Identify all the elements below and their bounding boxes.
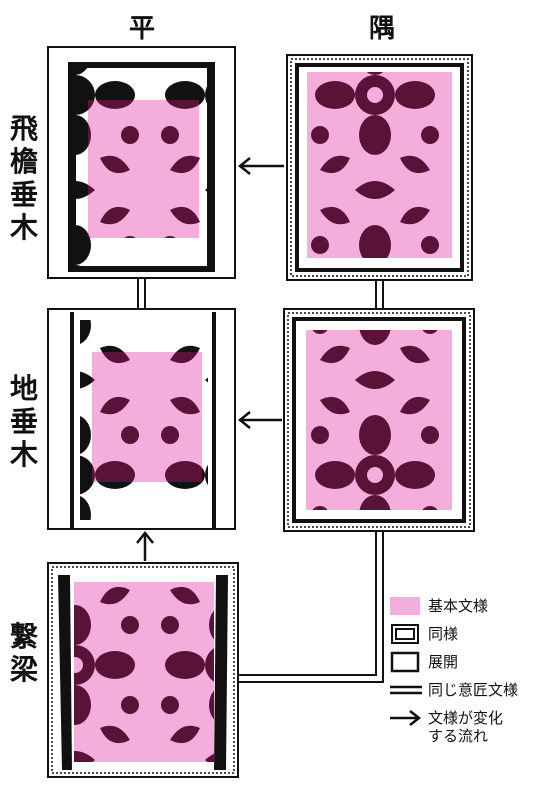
column-heading-hira: 平 xyxy=(128,14,155,44)
row-label-char: 飛 xyxy=(9,112,38,145)
row-label-char: 梁 xyxy=(9,653,38,686)
legend-label-line: する流れ xyxy=(428,727,489,745)
row-label-char: 繋 xyxy=(9,620,38,653)
column-heading-sumi: 隅 xyxy=(368,14,395,44)
double-line-ji-sumi-to-tsunagi xyxy=(238,531,384,683)
legend-label: 同様 xyxy=(428,625,459,643)
row-label-char: 木 xyxy=(9,438,38,471)
arrow-tsunagi-to-ji-hira xyxy=(136,530,154,561)
legend-label-line: 文様が変化 xyxy=(428,709,504,727)
legend-label: 文様が変化 する流れ xyxy=(428,709,503,745)
arrow-hien-sumi-to-hira xyxy=(237,157,284,175)
row-label-char: 木 xyxy=(9,211,38,244)
panel-hien-sumi xyxy=(286,54,473,281)
legend-label: 基本文様 xyxy=(428,597,489,615)
single-frame-icon xyxy=(390,651,420,673)
row-label-char: 檐 xyxy=(9,145,38,178)
double-line-hien-ji-hira xyxy=(137,278,146,309)
legend-label: 同じ意匠文様 xyxy=(428,681,519,699)
panel-ji-hira xyxy=(47,308,236,530)
row-label-hien-taruki: 飛 檐 垂 木 xyxy=(6,112,42,244)
panel-tsunagi-hira xyxy=(47,562,239,778)
row-label-tsunagibari: 繋 梁 xyxy=(6,620,42,686)
panel-hien-hira xyxy=(47,46,236,279)
double-line-hien-ji-sumi xyxy=(375,280,384,309)
legend-label: 展開 xyxy=(428,653,459,671)
row-label-char: 地 xyxy=(9,372,38,405)
row-label-ji-taruki: 地 垂 木 xyxy=(6,372,42,471)
double-line-icon xyxy=(390,685,422,695)
panel-ji-sumi xyxy=(283,308,475,532)
pink-swatch-icon xyxy=(390,597,420,615)
row-label-char: 垂 xyxy=(9,405,38,438)
arrow-ji-sumi-to-hira xyxy=(237,411,282,429)
arrow-right-icon xyxy=(390,710,422,726)
row-label-char: 垂 xyxy=(9,178,38,211)
double-frame-icon xyxy=(391,624,419,644)
